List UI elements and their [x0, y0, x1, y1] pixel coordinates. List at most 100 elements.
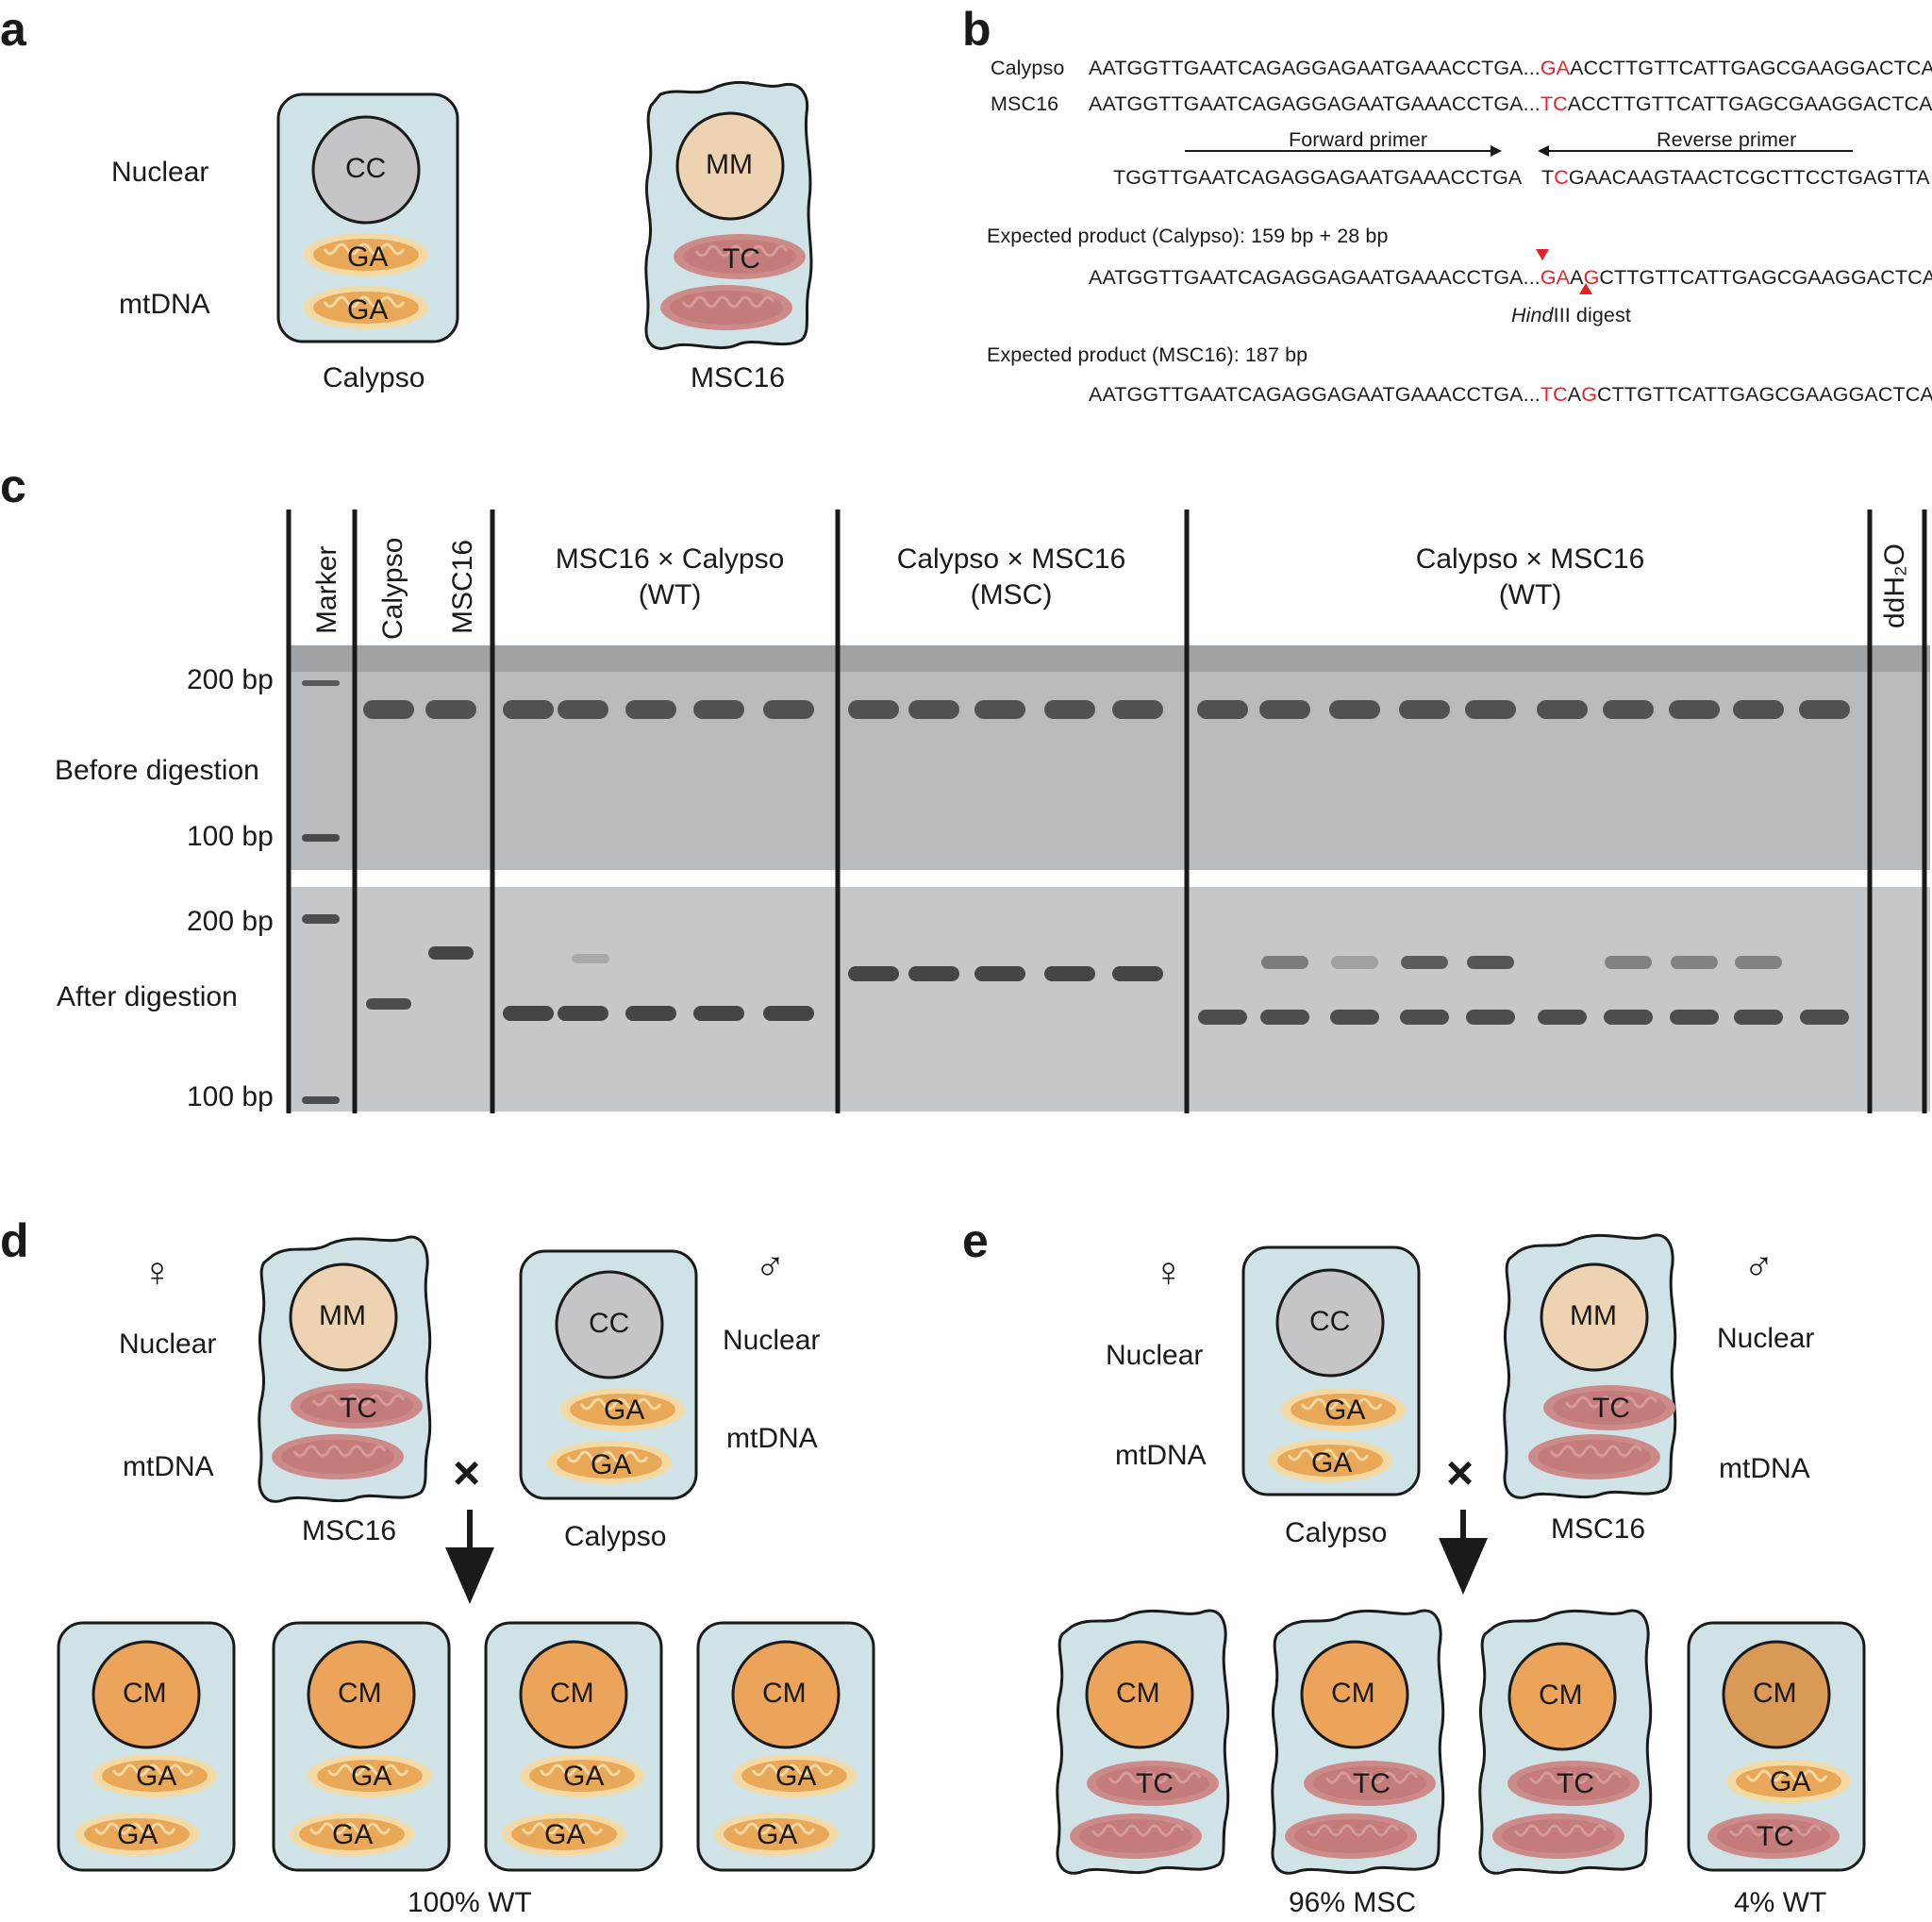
mtdna-label: mtDNA: [123, 1451, 214, 1482]
nucleus-label: MM: [1570, 1300, 1617, 1331]
male-symbol: ♂: [755, 1244, 786, 1290]
mito-label: GA: [563, 1761, 605, 1792]
nucleus-label: MM: [706, 149, 753, 180]
band-after: [1538, 1010, 1587, 1025]
mito-label: TC: [1592, 1393, 1630, 1424]
mito-label: TC: [1557, 1768, 1594, 1799]
band-before: [1733, 700, 1784, 719]
band-before: [763, 700, 814, 719]
band-after-upper: [1261, 956, 1308, 969]
cross-arrow-e: [1439, 1510, 1488, 1595]
mito-label: GA: [1770, 1766, 1811, 1797]
offspring-e-2: [1271, 1609, 1445, 1875]
nucleus-label: CM: [1331, 1678, 1375, 1709]
marker-band: [302, 914, 340, 924]
calypso-caption: Calypso: [1285, 1517, 1388, 1548]
hindiii-label: HindIII digest: [1511, 304, 1631, 326]
female-symbol: ♀: [142, 1249, 173, 1295]
band-after: [625, 1006, 676, 1021]
bp-100-after: 100 bp: [187, 1081, 274, 1112]
msc16-caption: MSC16: [302, 1515, 397, 1546]
band-before: [1799, 700, 1850, 719]
nuclear-label: Nuclear: [1717, 1323, 1815, 1354]
nucleus-label: CM: [1753, 1678, 1797, 1709]
bp-100-before: 100 bp: [187, 821, 274, 852]
nucleus-mm: [675, 111, 785, 221]
band-after: [428, 946, 474, 960]
nucleus-label: CM: [1539, 1680, 1583, 1711]
mtdna-label: mtDNA: [1719, 1453, 1810, 1484]
band-after: [693, 1006, 744, 1021]
cell-calypso-a: [276, 92, 459, 343]
nucleus-label: CM: [1116, 1678, 1160, 1709]
female-symbol: ♀: [1153, 1249, 1184, 1295]
nuclear-label: Nuclear: [723, 1325, 821, 1356]
gel-before: [289, 645, 1930, 870]
band-before: [363, 700, 414, 719]
nucleus-label: CC: [589, 1308, 630, 1339]
mito-label: TC: [1757, 1821, 1794, 1852]
band-before: [558, 700, 608, 719]
result-e-wt: 4% WT: [1734, 1887, 1827, 1918]
band-after-upper: [1605, 956, 1652, 969]
expected-calypso: Expected product (Calypso): 159 bp + 28 …: [987, 225, 1389, 247]
group-label-1: MSC16 × Calypso(WT): [555, 543, 785, 610]
band-before: [503, 700, 554, 719]
mito-label: GA: [757, 1819, 798, 1850]
band-before: [1537, 700, 1588, 719]
cut-marker-bottom: [1579, 283, 1592, 294]
cross-symbol: ×: [453, 1446, 481, 1499]
panel-label-a: a: [0, 3, 26, 56]
band-after: [1670, 1010, 1719, 1025]
offspring-d-1: [57, 1621, 236, 1872]
seq-calypso: AATGGTTGAATCAGAGGAGAATGAAACCTGA...GAACCT…: [1089, 57, 1932, 79]
nuclear-label: Nuclear: [111, 157, 209, 188]
nuclear-label: Nuclear: [1106, 1340, 1204, 1371]
band-before: [974, 700, 1025, 719]
mito-label: GA: [347, 242, 389, 273]
band-before: [1465, 700, 1516, 719]
band-after: [366, 998, 411, 1010]
calypso-caption: Calypso: [323, 362, 425, 393]
gel-image: [286, 510, 1930, 1113]
band-before: [1044, 700, 1095, 719]
lane-label-msc16: MSC16: [447, 539, 478, 634]
marker-band: [302, 834, 340, 842]
mito-label: GA: [544, 1819, 586, 1850]
mito-label: TC: [1136, 1768, 1174, 1799]
mito-label: GA: [1311, 1447, 1353, 1479]
nucleus-label: CM: [550, 1678, 594, 1709]
band-after: [1112, 966, 1163, 981]
band-before: [908, 700, 959, 719]
reverse-primer-label: Reverse primer: [1657, 128, 1797, 151]
msc16-caption: MSC16: [1551, 1513, 1646, 1545]
offspring-e-1: [1056, 1609, 1230, 1875]
result-e-msc: 96% MSC: [1289, 1887, 1417, 1918]
panel-label-b: b: [962, 3, 991, 56]
band-before: [1197, 700, 1248, 719]
nucleus-label: CM: [762, 1678, 807, 1709]
nucleus-label: CM: [123, 1678, 167, 1709]
band-after-upper: [1401, 956, 1448, 969]
band-after: [974, 966, 1025, 981]
lane-label-water: ddH₂O: [1879, 543, 1910, 628]
mito-label: TC: [723, 243, 760, 275]
band-after: [1800, 1010, 1849, 1025]
band-after: [1260, 1010, 1309, 1025]
band-before: [1603, 700, 1654, 719]
mtdna-label: mtDNA: [726, 1423, 818, 1454]
expected-msc16: Expected product (MSC16): 187 bp: [987, 343, 1308, 366]
band-before: [1259, 700, 1310, 719]
mito-label: GA: [775, 1761, 817, 1792]
band-after: [1466, 1010, 1515, 1025]
band-before: [693, 700, 744, 719]
band-before: [425, 700, 476, 719]
mito-label: GA: [1324, 1395, 1366, 1426]
nucleus-label: CM: [338, 1678, 382, 1709]
cell-calypso-e: [1241, 1245, 1421, 1496]
cross-symbol: ×: [1446, 1446, 1474, 1499]
lane-label-marker: Marker: [311, 545, 342, 634]
bp-200-before: 200 bp: [187, 664, 274, 695]
band-after-upper: [1735, 956, 1782, 969]
